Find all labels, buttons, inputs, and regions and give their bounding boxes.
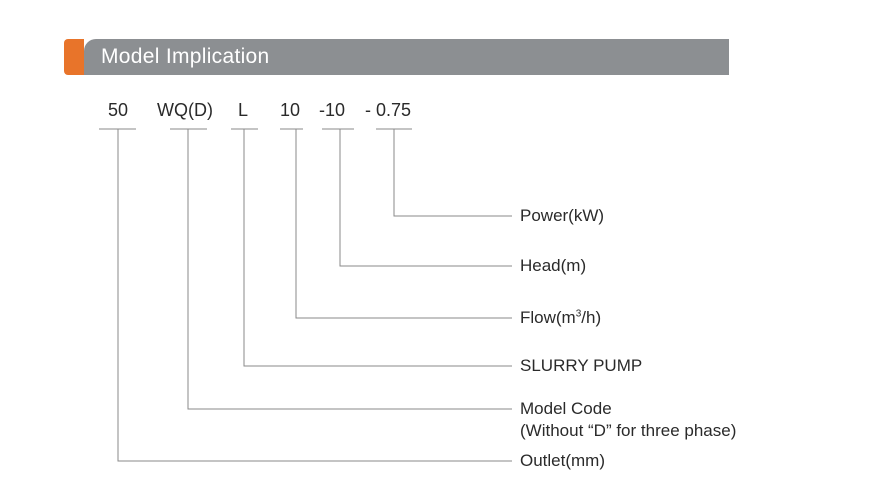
- code-part-head: -10: [318, 100, 345, 120]
- code-part-model: WQ(D): [157, 100, 213, 120]
- label-flow: Flow(m3/h): [520, 308, 601, 328]
- leader-model-code: [187, 129, 512, 410]
- label-slurry-pump: SLURRY PUMP: [520, 356, 643, 375]
- code-part-slurry: L: [237, 100, 248, 120]
- header-accent: [64, 39, 84, 75]
- leader-outlet: [117, 129, 512, 462]
- code-part-outlet: 50: [107, 100, 129, 120]
- header-bar: [84, 39, 729, 75]
- label-outlet: Outlet(mm): [520, 451, 605, 470]
- page-title: Model Implication: [101, 45, 270, 68]
- leader-head: [339, 129, 512, 267]
- label-flow-suffix: /h): [581, 308, 602, 327]
- label-model-code: Model Code: [520, 399, 612, 418]
- leader-flow: [295, 129, 512, 319]
- label-flow-prefix: Flow(m: [520, 308, 576, 327]
- leader-slurry-pump: [243, 129, 512, 367]
- label-flow-superscript: 3: [575, 308, 582, 320]
- label-power: Power(kW): [520, 206, 605, 225]
- code-part-power: - 0.75: [364, 100, 412, 120]
- label-head: Head(m): [520, 256, 587, 275]
- label-model-code-note: (Without “D” for three phase): [520, 421, 737, 440]
- leader-power: [393, 129, 512, 217]
- code-part-flow: 10: [279, 100, 301, 120]
